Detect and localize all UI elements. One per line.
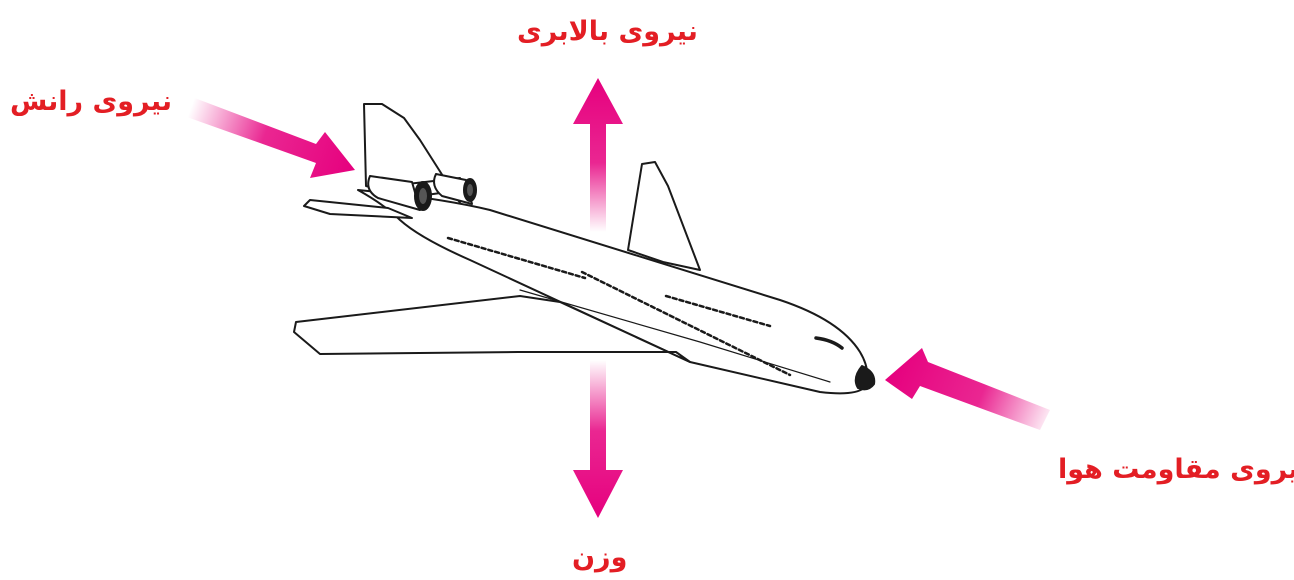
engine-left <box>367 175 421 211</box>
lift-force-label: نیروی بالابری <box>517 16 698 47</box>
drag-force-label: نیروی مقاومت هوا <box>1058 454 1294 485</box>
lift-arrow <box>573 78 623 232</box>
engine-right <box>433 173 473 205</box>
cockpit-window <box>814 336 844 350</box>
thrust-force-label: نیروی رانش <box>10 86 172 117</box>
window-row-rear <box>446 236 587 280</box>
nose-cone <box>854 365 876 391</box>
fuselage <box>357 189 869 395</box>
window-row-front <box>664 294 772 328</box>
weight-force-label: وزن <box>572 542 628 573</box>
far-wing <box>627 161 701 271</box>
near-stabilizer <box>303 199 413 219</box>
thrust-arrow <box>184 97 355 178</box>
weight-arrow <box>573 360 623 518</box>
window-row-mid <box>580 270 792 377</box>
airplane-illustration <box>293 103 876 395</box>
drag-arrow <box>885 348 1050 430</box>
near-wing <box>293 295 691 363</box>
